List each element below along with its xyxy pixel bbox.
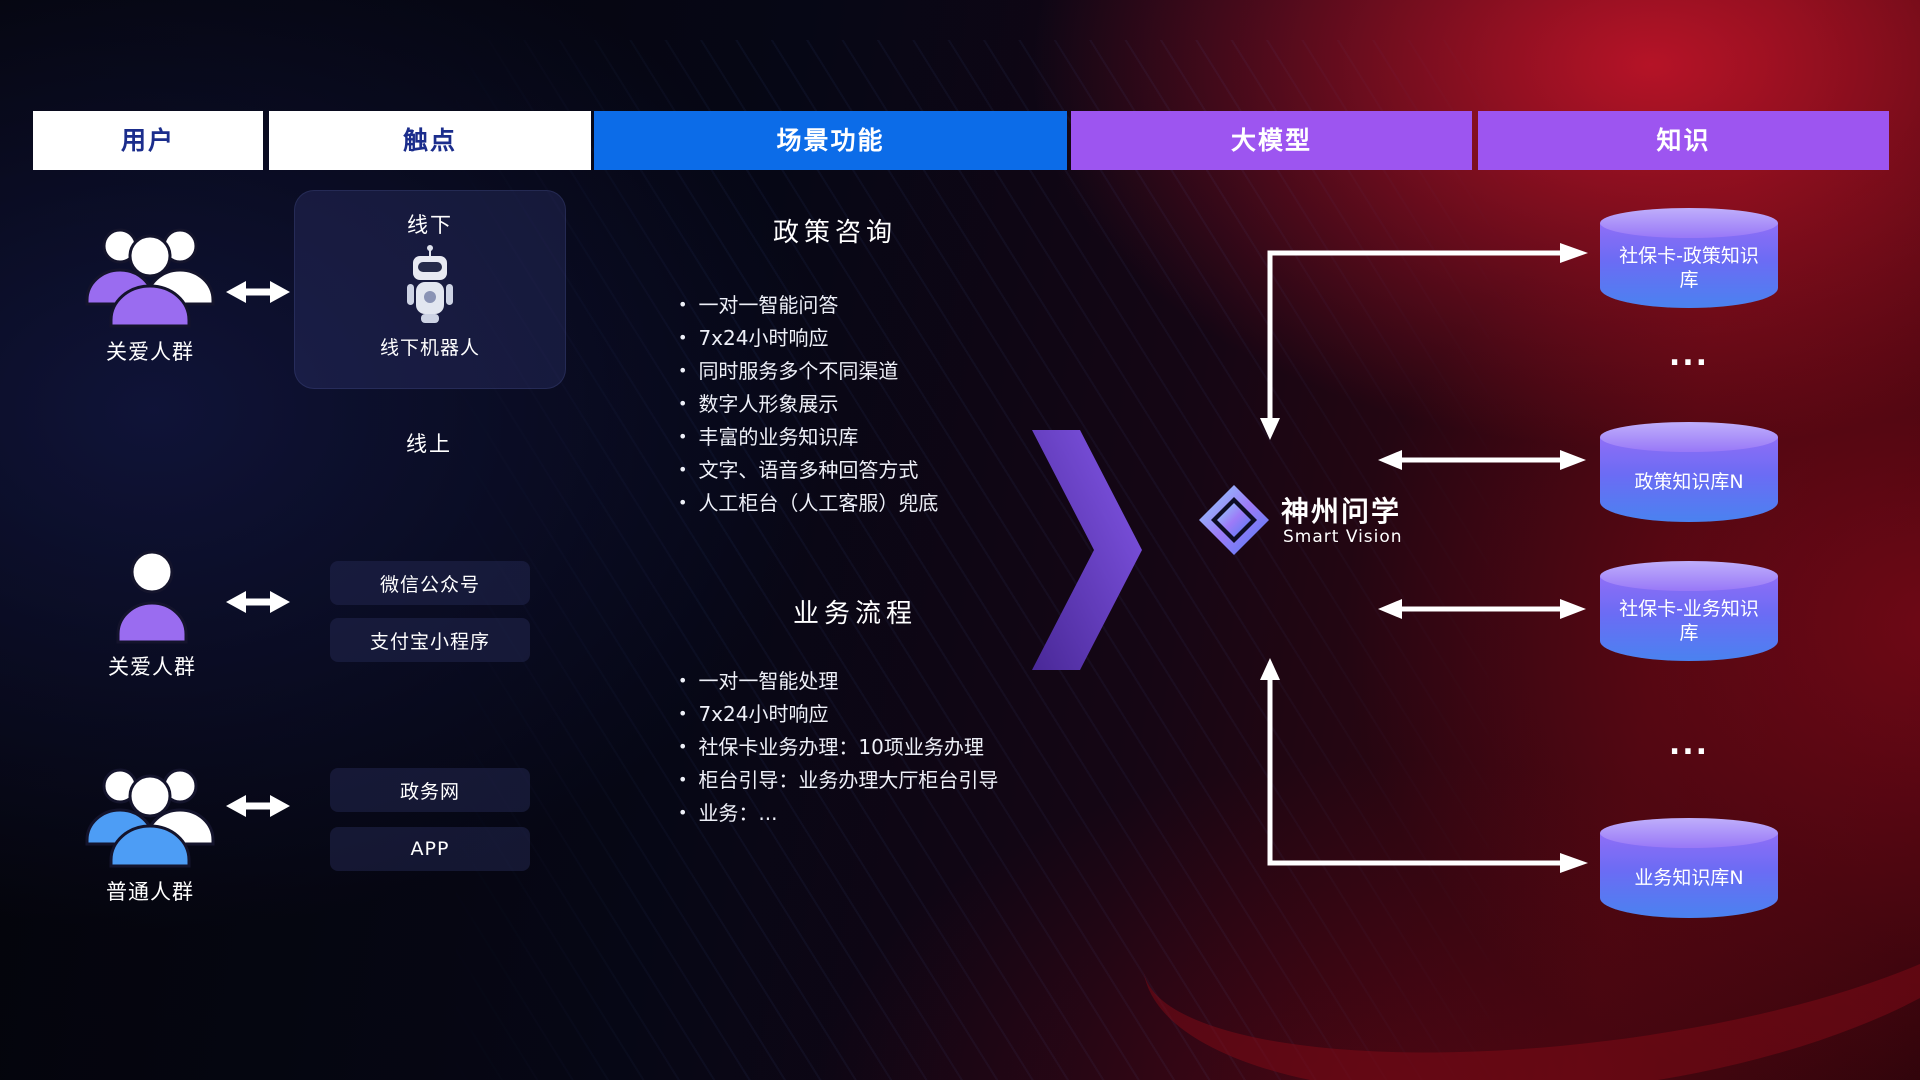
kb-policy-social-card: 社保卡-政策知识库 — [1600, 208, 1778, 308]
kb-label: 社保卡-业务知识库 — [1619, 598, 1759, 644]
ellipsis-bottom: ... — [1668, 727, 1710, 762]
diamond-logo-icon — [1199, 485, 1269, 555]
bullet-item: 文字、语音多种回答方式 — [678, 454, 938, 487]
offline-robot-label: 线下机器人 — [379, 337, 480, 359]
scenario-title-policy: 政策咨询 — [772, 218, 897, 248]
column-header-model: 大模型 — [1071, 111, 1472, 170]
scenario-title-business: 业务流程 — [792, 599, 917, 629]
column-header-users: 用户 — [33, 111, 263, 170]
cylinder-top — [1600, 818, 1778, 848]
column-header-scenarios: 场景功能 — [594, 111, 1067, 170]
bullet-item: 柜台引导：业务办理大厅柜台引导 — [678, 764, 998, 797]
people-group-icon — [85, 768, 215, 868]
robot-icon — [295, 243, 565, 327]
bullet-item: 人工柜台（人工客服）兜底 — [678, 487, 938, 520]
policy-bullet-list: 一对一智能问答 7x24小时响应 同时服务多个不同渠道 数字人形象展示 丰富的业… — [678, 289, 938, 520]
user-label: 普通人群 — [106, 880, 194, 904]
offline-title: 线下 — [407, 213, 453, 237]
ellipsis-top: ... — [1668, 338, 1710, 373]
user-label: 关爱人群 — [108, 655, 196, 679]
bullet-item: 同时服务多个不同渠道 — [678, 355, 938, 388]
column-header-knowledge: 知识 — [1478, 111, 1889, 170]
cylinder-top — [1600, 422, 1778, 452]
business-bullet-list: 一对一智能处理 7x24小时响应 社保卡业务办理：10项业务办理 柜台引导：业务… — [678, 665, 998, 830]
cylinder-top — [1600, 208, 1778, 238]
diagonal-streaks-decoration — [430, 40, 1530, 1080]
bullet-item: 社保卡业务办理：10项业务办理 — [678, 731, 998, 764]
offline-touchpoint-panel: 线下 线下机器人 — [294, 190, 566, 389]
column-header-touchpoints: 触点 — [269, 111, 591, 170]
channel-gov-web: 政务网 — [330, 768, 530, 812]
cylinder-top — [1600, 561, 1778, 591]
bullet-item: 一对一智能问答 — [678, 289, 938, 322]
bullet-item: 业务：... — [678, 797, 998, 830]
kb-label: 业务知识库N — [1634, 867, 1744, 889]
channel-wechat: 微信公众号 — [330, 561, 530, 605]
model-subtitle: Smart Vision — [1283, 527, 1403, 547]
user-normal-group: 普通人群 — [58, 752, 242, 906]
flow-arrow-right — [1032, 430, 1142, 670]
kb-business-social-card: 社保卡-业务知识库 — [1600, 561, 1778, 661]
bullet-item: 一对一智能处理 — [678, 665, 998, 698]
person-icon — [116, 550, 188, 644]
user-label: 关爱人群 — [106, 340, 194, 364]
bullet-item: 丰富的业务知识库 — [678, 421, 938, 454]
kb-business-n: 业务知识库N — [1600, 818, 1778, 918]
bullet-item: 7x24小时响应 — [678, 322, 938, 355]
user-care-group-2: 关爱人群 — [82, 545, 222, 681]
bullet-item: 7x24小时响应 — [678, 698, 998, 731]
people-group-icon — [85, 228, 215, 328]
user-care-group-1: 关爱人群 — [58, 212, 242, 366]
channel-app: APP — [330, 827, 530, 871]
kb-policy-n: 政策知识库N — [1600, 422, 1778, 522]
model-name: 神州问学 — [1281, 495, 1402, 528]
kb-label: 政策知识库N — [1634, 471, 1744, 493]
online-title: 线上 — [406, 432, 452, 456]
bullet-item: 数字人形象展示 — [678, 388, 938, 421]
channel-alipay: 支付宝小程序 — [330, 618, 530, 662]
kb-label: 社保卡-政策知识库 — [1619, 245, 1759, 291]
